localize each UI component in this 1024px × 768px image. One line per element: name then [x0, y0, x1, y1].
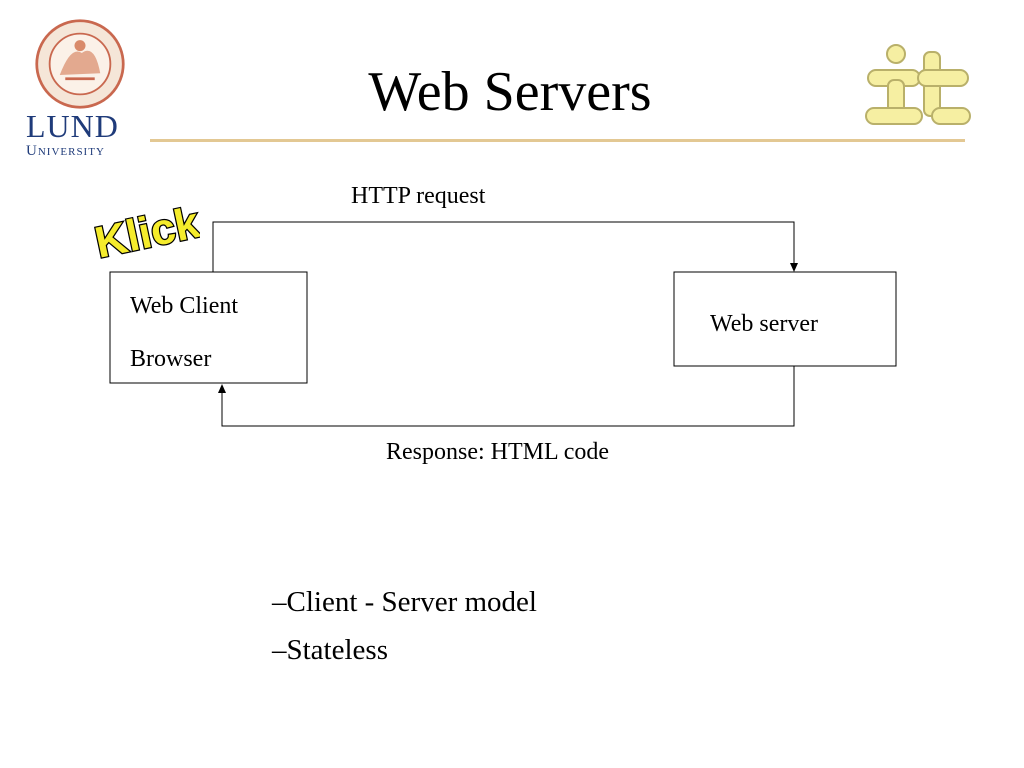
- bullet-item: –Client - Server model: [272, 586, 537, 618]
- client-label-line1: Web Client: [130, 293, 238, 319]
- university-seal-icon: [35, 19, 125, 109]
- klick-graphic-icon: Klick: [89, 197, 200, 269]
- logo-text-line1: LUND: [26, 108, 119, 144]
- response-arrow: [221, 366, 795, 427]
- slide-title: Web Servers: [368, 61, 652, 123]
- request-arrowhead: [790, 263, 798, 272]
- title-divider: [150, 139, 965, 142]
- client-label-line2: Browser: [130, 346, 211, 372]
- web-client-box: [109, 271, 308, 384]
- http-request-label: HTTP request: [351, 183, 486, 209]
- it-logo-icon: [865, 44, 971, 125]
- web-server-box: [673, 271, 897, 367]
- logo-text-line2: University: [26, 143, 105, 159]
- response-arrowhead: [218, 384, 226, 393]
- bullet-list: –Client - Server model –Stateless: [272, 588, 537, 684]
- request-arrow: [212, 221, 795, 272]
- university-wordmark: LUND University: [26, 110, 136, 159]
- server-label: Web server: [710, 311, 818, 337]
- response-label: Response: HTML code: [386, 439, 609, 465]
- bullet-item: –Stateless: [272, 634, 388, 666]
